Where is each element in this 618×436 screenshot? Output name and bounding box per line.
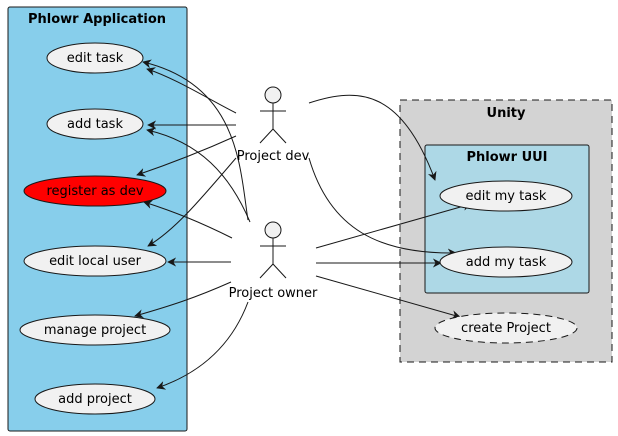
actor-project-dev-label: Project dev — [237, 149, 310, 164]
usecase-add-project-shape[interactable] — [34, 383, 156, 415]
edge-dev-edit-my-task — [308, 94, 437, 181]
package-phlowr-uui-title: Phlowr UUI — [466, 150, 547, 165]
usecase-add-task-shape[interactable] — [46, 108, 144, 140]
usecase-edit-my-task-shape[interactable] — [439, 180, 573, 212]
usecase-edit-my-task[interactable]: edit my task — [439, 180, 573, 212]
usecase-add-my-task-shape[interactable] — [439, 246, 573, 278]
edge-owner-add-project — [156, 301, 249, 390]
usecase-manage-project-shape[interactable] — [19, 314, 171, 346]
actor-project-owner[interactable]: Project owner — [229, 221, 318, 301]
usecase-register-as-dev[interactable]: register as dev — [23, 175, 167, 207]
usecase-add-my-task[interactable]: add my task — [439, 246, 573, 278]
usecase-edit-local-user[interactable]: edit local user — [23, 245, 167, 277]
package-unity-title: Unity — [487, 106, 526, 121]
edge-dev-edit-task — [146, 67, 237, 114]
usecase-add-my-task-label: add my task — [466, 255, 547, 270]
actor-project-owner-label: Project owner — [229, 286, 318, 301]
relations — [134, 59, 472, 390]
usecase-create-project-shape[interactable] — [434, 312, 578, 344]
usecase-add-project[interactable]: add project — [34, 383, 156, 415]
edge-owner-manage-project — [134, 281, 232, 319]
usecase-edit-task-shape[interactable] — [46, 42, 144, 74]
edge-owner-add-task — [146, 127, 251, 223]
actor-project-owner-figure-icon — [259, 221, 287, 279]
usecase-register-as-dev-shape[interactable] — [23, 175, 167, 207]
usecase-register-as-dev-label: register as dev — [46, 184, 143, 199]
usecase-add-task-label: add task — [67, 117, 123, 132]
usecase-edit-local-user-shape[interactable] — [23, 245, 167, 277]
usecase-create-project-label: create Project — [461, 321, 551, 336]
edge-dev-add-my-task — [308, 157, 457, 258]
usecase-edit-task-label: edit task — [67, 51, 124, 66]
edge-owner-edit-task — [142, 59, 249, 221]
usecase-edit-local-user-label: edit local user — [49, 254, 142, 269]
actor-project-dev-figure-icon — [259, 86, 287, 144]
usecase-manage-project[interactable]: manage project — [19, 314, 171, 346]
usecase-edit-my-task-label: edit my task — [466, 189, 547, 204]
edge-owner-create-project — [315, 275, 461, 320]
edge-dev-edit-local-user — [147, 157, 237, 247]
actor-project-dev[interactable]: Project dev — [237, 86, 310, 164]
edge-owner-register-dev — [143, 200, 233, 239]
usecase-manage-project-label: manage project — [44, 323, 146, 338]
package-phlowr-application-title: Phlowr Application — [28, 12, 166, 27]
usecase-edit-task[interactable]: edit task — [46, 42, 144, 74]
usecase-add-project-label: add project — [58, 392, 132, 407]
usecase-create-project[interactable]: create Project — [434, 312, 578, 344]
edge-owner-edit-my-task — [315, 201, 472, 249]
edge-dev-register-dev — [136, 135, 237, 177]
usecase-add-task[interactable]: add task — [46, 108, 144, 140]
